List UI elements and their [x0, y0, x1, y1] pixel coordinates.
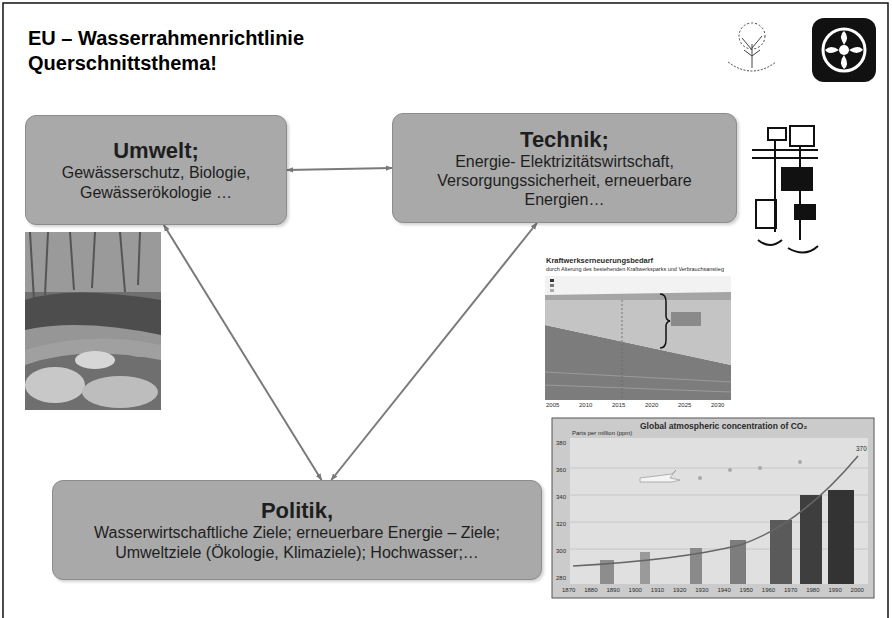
chart-label: 2005 [546, 402, 559, 409]
slide-title: EU – Wasserrahmenrichtlinie Querschnitts… [28, 26, 428, 76]
topic-box: Politik,Wasserwirtschaftliche Ziele; ern… [52, 480, 542, 580]
tree-logo [728, 23, 776, 71]
river-photo [25, 232, 161, 410]
co2-chart-label: 360 [556, 467, 566, 474]
co2-chart-label: 280 [556, 575, 566, 582]
chart-label: 2010 [579, 402, 592, 409]
page-frame [3, 3, 888, 618]
co2-chart-label: 1990 [828, 587, 841, 594]
co2-chart-label: Parts per million (ppm) [572, 430, 632, 437]
box-heading: Umwelt; [113, 138, 199, 163]
co2-chart-label: 1900 [629, 587, 642, 594]
connector-arrow [164, 225, 322, 480]
box-body: Energie- Elektrizitätswirtschaft, Versor… [407, 152, 722, 210]
co2-chart-label: 1920 [673, 587, 686, 594]
chart-label: 2030 [711, 402, 724, 409]
co2-chart-label: 1970 [784, 587, 797, 594]
co2-chart-label: 1910 [651, 587, 664, 594]
capacity-chart [545, 276, 731, 400]
chart-label: 2020 [645, 402, 658, 409]
chart-label: durch Alterung des bestehenden Kraftwerk… [546, 266, 724, 272]
connector-arrow [331, 223, 537, 480]
box-body: Gewässerschutz, Biologie, Gewässerökolog… [40, 163, 272, 201]
topic-box: Umwelt;Gewässerschutz, Biologie, Gewässe… [25, 115, 287, 225]
co2-chart [552, 418, 874, 598]
turbine-drawing [752, 126, 818, 253]
box-heading: Technik; [520, 127, 609, 152]
chart-label: Kraftwerkserneuerungsbedarf [546, 257, 653, 265]
co2-chart-label: 1890 [606, 587, 619, 594]
co2-chart-label: 1960 [762, 587, 775, 594]
co2-chart-label: 1940 [717, 587, 730, 594]
topic-box: Technik;Energie- Elektrizitätswirtschaft… [392, 113, 737, 223]
co2-chart-label: Global atmospheric concentration of CO₂ [640, 422, 807, 431]
co2-chart-label: 1950 [740, 587, 753, 594]
co2-chart-label: 300 [556, 548, 566, 555]
co2-chart-label: 380 [556, 440, 566, 447]
co2-chart-label: 1980 [806, 587, 819, 594]
co2-chart-label: 320 [556, 521, 566, 528]
turbine-logo [812, 18, 876, 82]
co2-chart-label: 340 [556, 494, 566, 501]
co2-chart-label: 2000 [851, 587, 864, 594]
chart-label: 2025 [678, 402, 691, 409]
chart-label: 2015 [612, 402, 625, 409]
co2-chart-label: 370 [856, 445, 867, 452]
box-body: Wasserwirtschaftliche Ziele; erneuerbare… [67, 523, 527, 561]
connector-arrow [287, 168, 392, 170]
co2-chart-label: 1870 [562, 587, 575, 594]
co2-chart-label: 1930 [695, 587, 708, 594]
co2-chart-label: 1880 [584, 587, 597, 594]
box-heading: Politik, [261, 498, 333, 523]
